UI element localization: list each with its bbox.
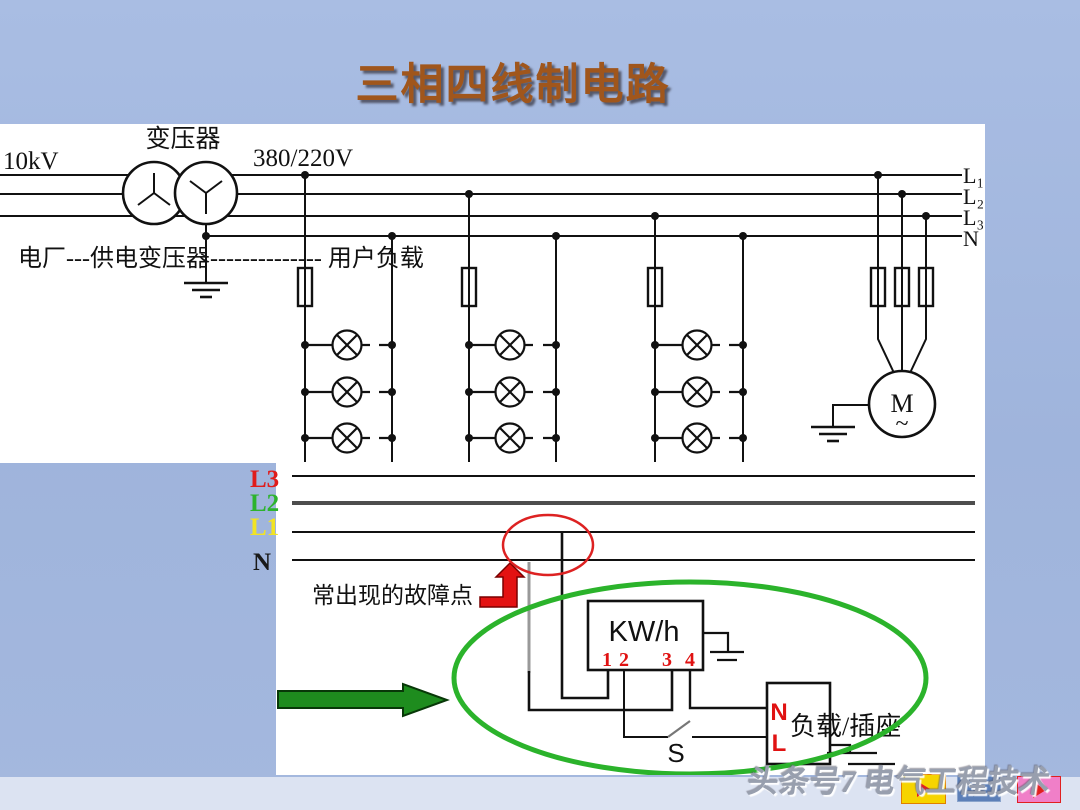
transformer-label: 变压器: [145, 125, 220, 153]
watermark-logo-pink: [1017, 776, 1061, 803]
lower-circuit-diagram: L3 L2 L1 N KW/h 1 2 3 4 S N L 负载/插座: [250, 463, 985, 775]
upper-circuit-panel: M ~ 变压器 10kV 380/220V 电厂---供电变压器--------…: [0, 124, 985, 463]
switch-symbol: [667, 720, 691, 738]
fault-point-label: 常出现的故障点: [312, 583, 473, 608]
terminal-2: 2: [619, 649, 629, 671]
fault-highlight-circle: [501, 513, 595, 577]
meter-terminal-labels: 1 2 3 4: [602, 649, 695, 671]
meter-output-phase-wire: [623, 670, 767, 738]
neutral-wire-to-meter: [527, 670, 674, 712]
flow-path-label: 电厂---供电变压器-------------- 用户负载: [18, 245, 424, 272]
lower-line-labels: L3 L2 L1 N: [250, 466, 279, 576]
phase-feeder-lines: [0, 174, 962, 237]
watermark-logo-yellow: [901, 774, 946, 804]
meter-ground-icon: [703, 631, 744, 662]
lower-label-n: N: [253, 549, 271, 576]
watermark-text: 头条号7 电气工程技术: [745, 764, 1053, 799]
energy-meter-box: [586, 599, 705, 672]
load-label: 负载/插座: [790, 712, 901, 741]
meter-output-neutral-wire: [688, 670, 767, 710]
motor-ac-icon: ~: [896, 411, 909, 437]
lower-label-l1: L1: [250, 514, 279, 541]
switch-label: S: [667, 738, 684, 768]
feeder-line-labels: L₁ L₂ L₃ N: [963, 163, 984, 251]
attention-arrow-icon: [277, 682, 450, 718]
upper-circuit-diagram: M ~ 变压器 10kV 380/220V 电厂---供电变压器--------…: [0, 125, 984, 462]
energy-meter-label: KW/h: [609, 616, 680, 648]
line-label-l1: L₁: [963, 163, 984, 188]
hv-voltage-label: 10kV: [3, 148, 59, 175]
motor-ground-icon: [809, 425, 857, 443]
watermark-logo-blue: [957, 776, 1001, 802]
logo-triangle-icon: [1032, 781, 1046, 798]
lower-feeder-lines: [292, 475, 975, 561]
page-title: 三相四线制电路: [355, 62, 671, 109]
line-label-l2: L₂: [963, 184, 984, 209]
fault-arrow-icon: [479, 561, 526, 608]
transformer-symbol: [121, 160, 239, 226]
phase-wire-to-meter: [560, 532, 610, 700]
load-box: [765, 681, 832, 766]
fuse-symbols: [296, 266, 935, 308]
terminal-3: 3: [662, 649, 672, 671]
motor-label: M: [890, 389, 913, 418]
line-label-l3: L₃: [963, 205, 984, 230]
lower-label-l3: L3: [250, 466, 279, 493]
logo-triangle-icon: [972, 781, 986, 797]
meter-highlight-ellipse: [451, 579, 929, 775]
terminal-4: 4: [685, 649, 695, 671]
lv-voltage-label: 380/220V: [253, 145, 353, 172]
transformer-ground-icon: [182, 281, 230, 299]
motor-ground-wire: [832, 404, 869, 427]
bottom-band: [0, 777, 1080, 810]
lower-label-l2: L2: [250, 490, 279, 517]
load-n-label: N: [770, 699, 787, 726]
branch-wires: [304, 175, 927, 462]
lamp-connection-wires: [305, 343, 743, 440]
load-l-label: L: [772, 730, 787, 757]
terminal-1: 1: [602, 649, 612, 671]
motor-feed-wires: [877, 306, 927, 374]
line-label-n: N: [963, 226, 979, 251]
logo-triangle-icon: [917, 781, 930, 797]
